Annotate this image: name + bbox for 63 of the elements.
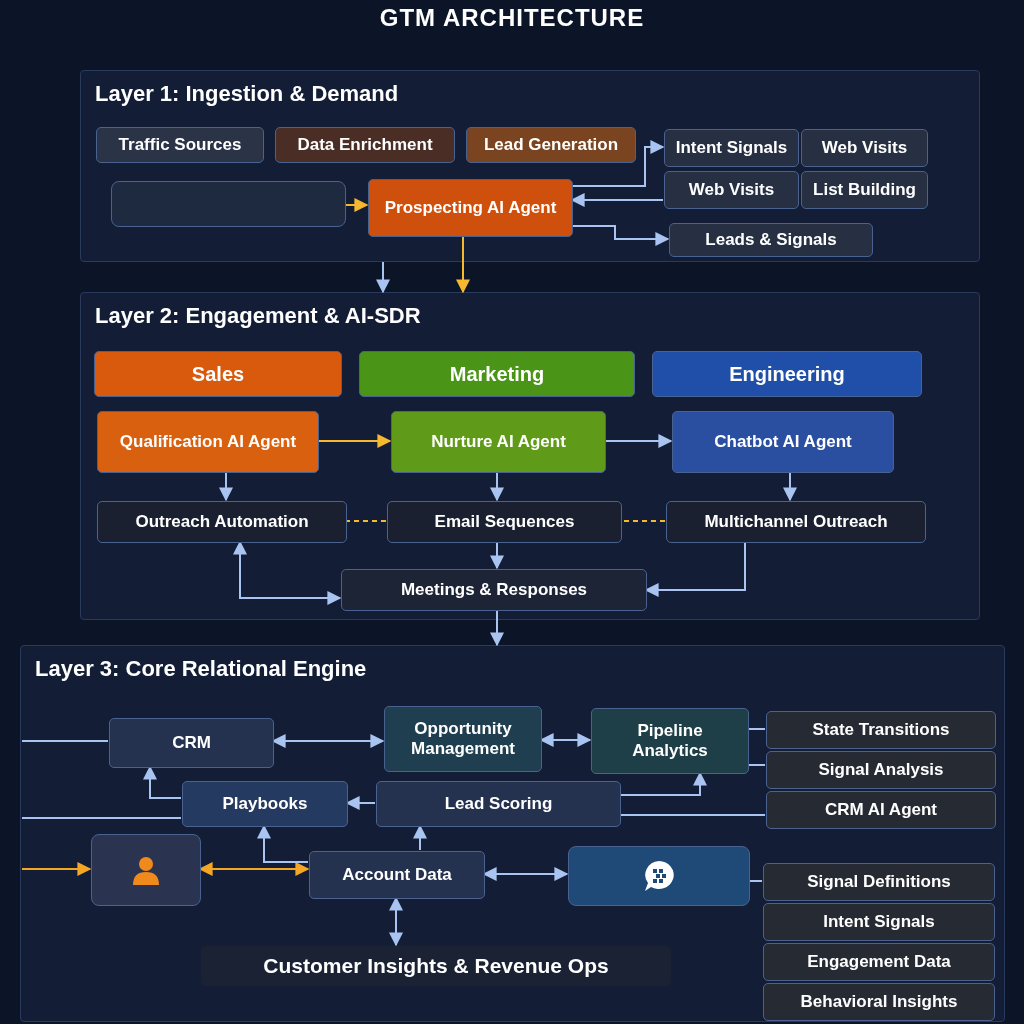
team-header: Engineering [652,351,922,397]
card-box [568,846,750,906]
process-box: Web Visits [801,129,928,167]
process-box: CRM [109,718,274,768]
arrow [456,235,470,294]
process-box: Intent Signals [763,903,995,941]
process-box: Lead Scoring [376,781,621,827]
arrow [490,609,504,647]
arrow [490,471,504,502]
team-header: Sales [94,351,342,397]
arrow [604,434,673,448]
arrow [21,862,92,876]
process-box: Signal Analysis [766,751,996,789]
connector-line [345,520,387,522]
arrow [344,198,369,212]
process-box: Behavioral Insights [763,983,995,1021]
connector-line [747,728,766,730]
process-box: Data Enrichment [275,127,455,163]
connector-line [21,740,109,742]
process-box: Playbooks [182,781,348,827]
summary-band: Customer Insights & Revenue Ops [201,946,671,986]
agent-box: Qualification AI Agent [97,411,319,473]
arrow [490,541,504,570]
process-box: Meetings & Responses [341,569,647,611]
process-box: Multichannel Outreach [666,501,926,543]
process-box: Leads & Signals [669,223,873,257]
layer-heading: Layer 3: Core Relational Engine [35,656,367,682]
connector-line [619,814,766,816]
process-box: Engagement Data [763,943,995,981]
team-header: Marketing [359,351,635,397]
process-box: Signal Definitions [763,863,995,901]
arrow [571,140,665,187]
process-box: List Building [801,171,928,209]
connector-line [21,817,182,819]
card-box [111,181,346,227]
arrow [317,434,392,448]
process-box: Outreach Automation [97,501,347,543]
diagram-title: GTM ARCHITECTURE [378,4,646,32]
arrow [219,471,233,502]
arrow [571,225,670,246]
process-box: CRM AI Agent [766,791,996,829]
arrow [783,471,797,502]
connector-line [747,764,766,766]
agent-box: Prospecting AI Agent [368,179,573,237]
process-box: Account Data [309,851,485,899]
process-box: Traffic Sources [96,127,264,163]
process-box: State Transitions [766,711,996,749]
arrow [376,261,390,294]
layer-panel [80,292,980,620]
process-box: Intent Signals [664,129,799,167]
layer-panel [20,645,1005,1022]
agent-box: Chatbot AI Agent [672,411,894,473]
process-box: Pipeline Analytics [591,708,749,774]
card-box [91,834,201,906]
connector-line [748,880,763,882]
layer-heading: Layer 1: Ingestion & Demand [95,81,399,107]
layer-panel [80,70,980,262]
process-box: Opportunity Management [384,706,542,772]
process-box: Web Visits [664,171,799,209]
agent-box: Nurture AI Agent [391,411,606,473]
process-box: Lead Generation [466,127,636,163]
process-box: Email Sequences [387,501,622,543]
layer-heading: Layer 2: Engagement & AI-SDR [95,303,421,329]
